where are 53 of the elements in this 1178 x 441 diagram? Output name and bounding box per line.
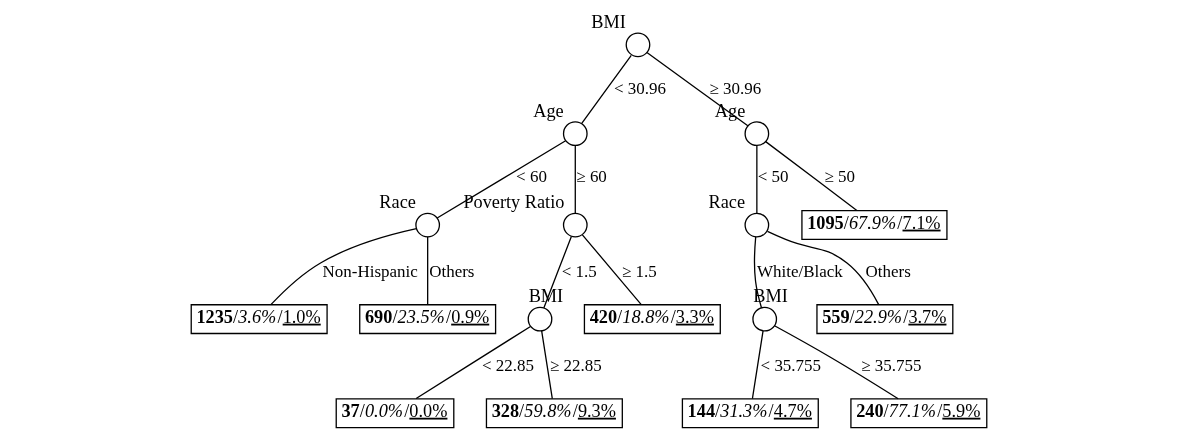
connector xyxy=(753,236,763,309)
edge-label: < 60 xyxy=(516,167,547,187)
node-circle xyxy=(744,121,770,147)
connector xyxy=(541,330,553,400)
edge-label: < 50 xyxy=(757,167,789,187)
node-label: Age xyxy=(533,100,564,121)
edge-label: ≥ 30.96 xyxy=(709,78,762,98)
node-label: Race xyxy=(708,192,746,213)
node-label: BMI xyxy=(591,12,626,33)
connector xyxy=(270,228,418,306)
connector xyxy=(436,140,567,219)
connector xyxy=(646,51,749,127)
connector xyxy=(427,236,429,306)
node-circle xyxy=(625,32,651,58)
node-box: 690/23.5%/0.9% xyxy=(359,304,497,335)
connector xyxy=(765,140,858,212)
edge-label: ≥ 60 xyxy=(576,167,607,187)
node-label: Race xyxy=(379,192,416,213)
node-circle xyxy=(415,212,441,238)
node-circle xyxy=(752,306,778,332)
node-circle xyxy=(562,121,588,147)
node-box: 559/22.9%/3.7% xyxy=(816,304,954,335)
node-circle xyxy=(562,212,588,238)
connector xyxy=(756,144,758,214)
node-box: 1235/3.6%/1.0% xyxy=(190,304,328,335)
connector xyxy=(581,234,642,306)
edge-label: < 30.96 xyxy=(613,78,666,98)
node-box: 144/31.3%/4.7% xyxy=(681,398,819,429)
node-circle xyxy=(527,306,553,332)
connector xyxy=(773,325,899,400)
connector xyxy=(751,330,764,400)
connector xyxy=(574,144,576,214)
connector xyxy=(766,230,880,305)
connector xyxy=(581,54,632,125)
node-label: Poverty Ratio xyxy=(463,192,565,213)
edge-label: Others xyxy=(429,261,475,281)
node-box: 37/0.0%/0.0% xyxy=(335,398,455,429)
node-circle xyxy=(744,212,770,238)
edge-label: < 22.85 xyxy=(482,355,535,375)
edge-label: ≥ 22.85 xyxy=(550,355,602,375)
connector xyxy=(415,325,532,400)
edge-label: < 35.755 xyxy=(760,355,822,375)
edge-label: ≥ 50 xyxy=(824,167,856,187)
edge-label: ≥ 35.755 xyxy=(861,355,922,375)
edge-label: < 1.5 xyxy=(561,261,597,281)
edge-label: Others xyxy=(865,261,911,281)
node-box: 240/77.1%/5.9% xyxy=(850,398,988,429)
node-box: 328/59.8%/9.3% xyxy=(485,398,623,429)
edge-label: ≥ 1.5 xyxy=(621,261,657,281)
node-box: 420/18.8%/3.3% xyxy=(583,304,721,335)
edge-label: Non-Hispanic xyxy=(322,261,418,281)
edge-label: White/Black xyxy=(757,261,843,281)
node-box: 1095/67.9%/7.1% xyxy=(801,210,948,241)
